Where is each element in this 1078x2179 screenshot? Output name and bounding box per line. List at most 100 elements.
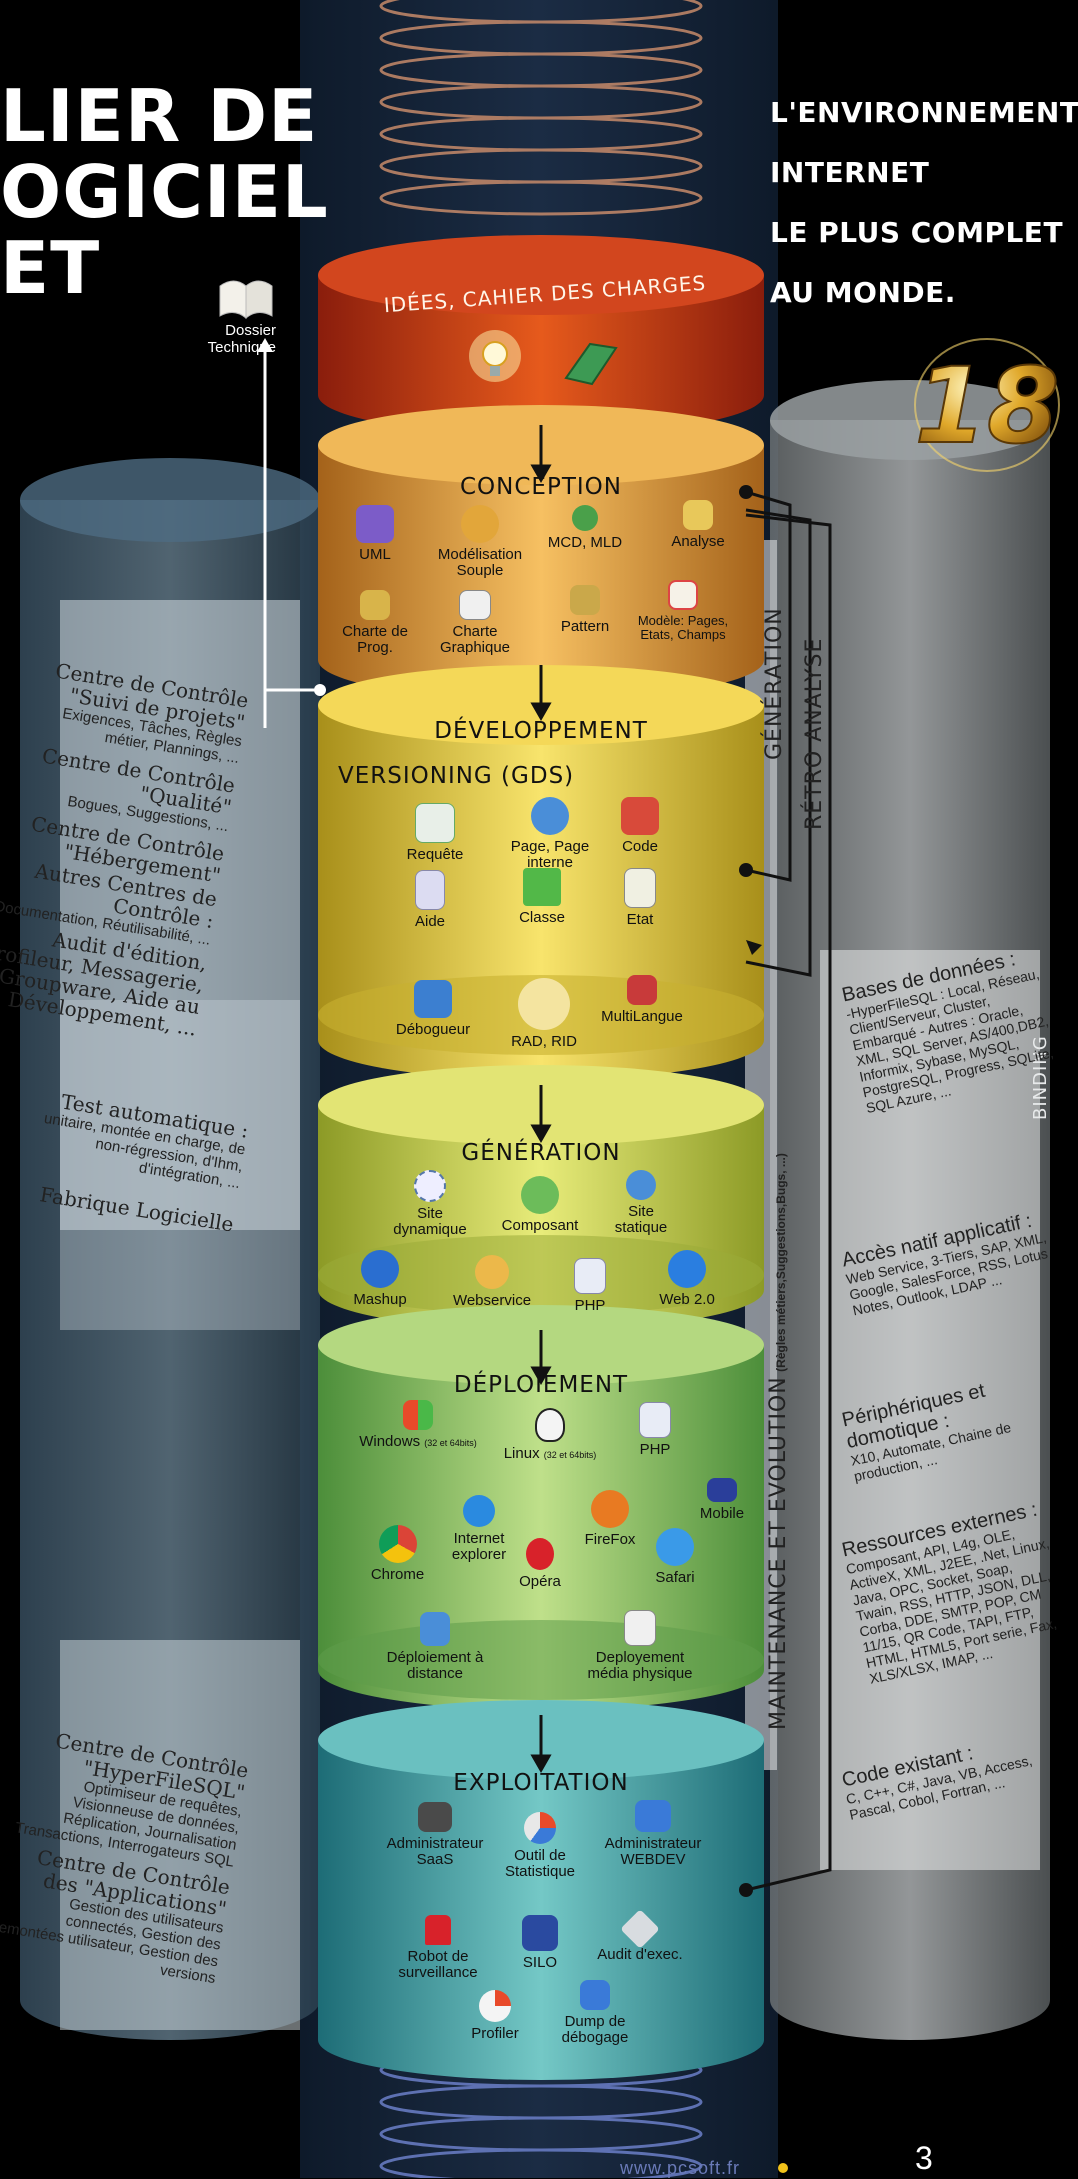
dossier-label-2: Technique — [207, 339, 276, 356]
admin-webdev-item: Administrateur WEBDEV — [598, 1800, 708, 1868]
uml-item: UML — [340, 505, 410, 563]
site-dynamique-icon — [414, 1170, 446, 1202]
modele-item: Modèle: Pages, Etats, Champs — [628, 580, 738, 642]
code-icon — [621, 797, 659, 835]
maintenance-label-main: MAINTENANCE ET EVOLUTION — [766, 1376, 791, 1730]
internet-explorer-icon — [463, 1495, 495, 1527]
multilangue-item: MultiLangue — [592, 975, 692, 1025]
composant-icon — [521, 1176, 559, 1214]
left-panel-3: Centre de Contrôle "HyperFileSQL" Optimi… — [0, 1724, 250, 1988]
dossier-technique: Dossier Technique — [196, 272, 276, 356]
admin-saas-item: Administrateur SaaS — [380, 1802, 490, 1868]
code-item: Code — [605, 797, 675, 855]
rad-rid-item: RAD, RID — [494, 978, 594, 1050]
mashup-icon — [361, 1250, 399, 1288]
charte-graphique-icon — [459, 590, 491, 620]
tagline-line-4: AU MONDE. — [770, 276, 956, 309]
pattern-item: Pattern — [545, 585, 625, 635]
alarm-beacon-icon — [425, 1915, 451, 1945]
chrome-icon — [378, 1525, 417, 1563]
deploiement-media-item: Deployement média physique — [580, 1610, 700, 1682]
firefox-icon — [591, 1490, 629, 1528]
requete-item: Requête — [395, 803, 475, 863]
conception-title: CONCEPTION — [460, 474, 622, 500]
charte-prog-item: Charte de Prog. — [340, 590, 410, 656]
charte-graphique-item: Charte Graphique — [435, 590, 515, 656]
page-number: 3 — [915, 2140, 933, 2176]
etat-icon — [624, 868, 656, 908]
mcd-icon — [572, 505, 598, 531]
webdev-icon — [635, 1800, 671, 1832]
open-book-icon — [219, 280, 273, 320]
classe-icon — [523, 868, 561, 906]
hero-title-line-3: ET — [0, 226, 101, 310]
badge-number: 18 — [915, 345, 1060, 467]
developpement-title: DÉVELOPPEMENT — [434, 718, 648, 744]
classe-item: Classe — [502, 868, 582, 926]
dossier-label-1: Dossier — [225, 322, 276, 339]
opera-icon — [526, 1538, 554, 1570]
debogueur-icon — [414, 980, 452, 1018]
pattern-icon — [570, 585, 600, 615]
webservice-icon — [475, 1255, 509, 1289]
version-18-badge: 18 — [914, 338, 1060, 472]
mobile-device-icon — [707, 1478, 737, 1502]
remote-deploy-icon — [420, 1612, 450, 1646]
opera-item: Opéra — [505, 1538, 575, 1590]
composant-item: Composant — [495, 1176, 585, 1234]
maintenance-vertical-label: MAINTENANCE ET EVOLUTION (Règles métiers… — [766, 1153, 791, 1730]
analyse-item: Analyse — [658, 500, 738, 550]
windows-item: Windows (32 et 64bits) — [358, 1400, 478, 1451]
windows-icon — [403, 1400, 433, 1430]
footer-url[interactable]: www.pcsoft.fr — [620, 2158, 741, 2178]
deploiement-title: DÉPLOIEMENT — [453, 1372, 629, 1398]
aide-item: Aide — [395, 870, 465, 930]
php-deploy-icon — [639, 1402, 671, 1438]
page-item: Page, Page interne — [495, 797, 605, 871]
footer-dot — [778, 2163, 788, 2173]
linux-penguin-icon — [535, 1408, 565, 1442]
page-globe-icon — [531, 797, 569, 835]
retro-analyse-vertical-label: RÉTRO ANALYSE — [802, 637, 827, 830]
php-gen-item: PHP — [555, 1258, 625, 1314]
versioning-subtitle: VERSIONING (GDS) — [338, 763, 575, 789]
php-deploy-item: PHP — [620, 1402, 690, 1458]
mcd-mld-item: MCD, MLD — [540, 505, 630, 551]
generation-title: GÉNÉRATION — [461, 1140, 621, 1166]
firefox-item: FireFox — [570, 1490, 650, 1548]
audit-exec-item: Audit d'exec. — [590, 1909, 690, 1963]
outil-statistique-item: Outil de Statistique — [500, 1812, 580, 1880]
charte-prog-icon — [360, 590, 390, 620]
hero-title-line-2: OGICIEL — [0, 150, 329, 234]
statistics-pie-icon — [524, 1812, 556, 1844]
profiler-icon — [479, 1990, 511, 2022]
site-statique-item: Site statique — [606, 1170, 676, 1236]
maintenance-label-note: (Règles métiers,Suggestions,Bugs, ...) — [774, 1153, 788, 1372]
requete-icon — [415, 803, 455, 843]
safari-item: Safari — [640, 1528, 710, 1586]
tagline-line-1: L'ENVIRONNEMENT — [770, 96, 1078, 129]
rad-icon — [518, 978, 570, 1030]
specification-book-icon — [564, 342, 618, 386]
hero-title-line-1: LIER DE — [0, 74, 319, 158]
chrome-item: Chrome — [360, 1525, 435, 1583]
webservice-item: Webservice — [447, 1255, 537, 1309]
hero-title: LIER DE OGICIEL ET — [0, 74, 329, 310]
media-deploy-icon — [624, 1610, 656, 1646]
debogueur-item: Débogueur — [388, 980, 478, 1038]
tagline-line-2: INTERNET — [770, 156, 930, 189]
uml-icon — [356, 505, 394, 543]
mashup-item: Mashup — [345, 1250, 415, 1308]
modele-icon — [668, 580, 698, 610]
safari-compass-icon — [656, 1528, 694, 1566]
silo-icon — [522, 1915, 558, 1951]
robot-surveillance-item: Robot de surveillance — [388, 1915, 488, 1981]
web20-item: Web 2.0 — [652, 1250, 722, 1308]
site-dynamique-item: Site dynamique — [390, 1170, 470, 1238]
tagline-line-3: LE PLUS COMPLET — [770, 216, 1064, 249]
dump-debogage-item: Dump de débogage — [535, 1980, 655, 2046]
modelisation-souple-item: Modélisation Souple — [435, 505, 525, 579]
multilangue-flags-icon — [627, 975, 657, 1005]
silo-item: SILO — [510, 1915, 570, 1971]
dump-icon — [580, 1980, 610, 2010]
